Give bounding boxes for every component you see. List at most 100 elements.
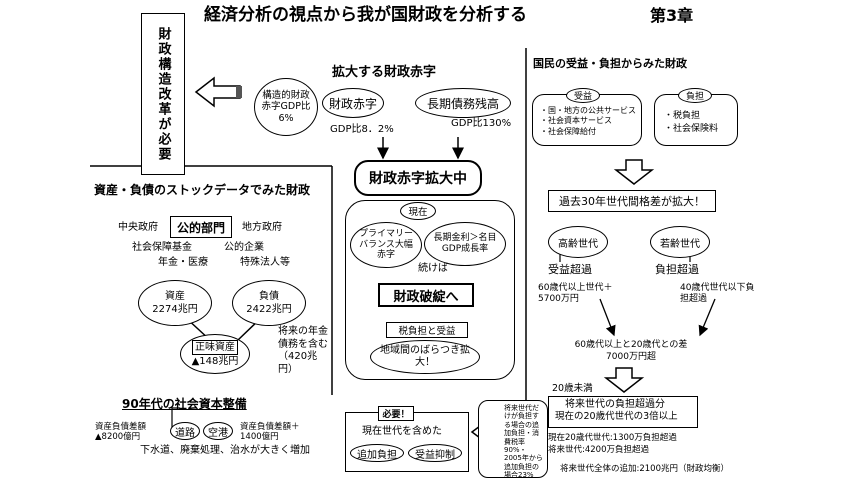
deficit-oval: 財政赤字 <box>322 88 384 118</box>
stock-heading: 資産・負債のストックデータでみた財政 <box>94 183 311 197</box>
cut-benefit-label: 受益抑制 <box>415 449 455 461</box>
reform-box: 財政構造改革が必要 <box>141 13 185 175</box>
public-sector-label: 公的部門 <box>176 220 225 235</box>
chapter-label: 第3章 <box>650 6 694 25</box>
benefit-excess: 受益超過 <box>548 263 592 276</box>
benefit-item: ・社会資本サービス <box>540 116 612 126</box>
net-assets-label: 正味資産 <box>192 339 238 355</box>
assets-label: 資産 <box>165 290 185 302</box>
collapse-label: 財政破綻へ <box>393 289 459 305</box>
central-gov: 中央政府 <box>118 222 158 233</box>
continue-label: 続けば <box>418 263 448 274</box>
add-burden-oval: 追加負担 <box>350 444 404 462</box>
burden-item: ・税負担 <box>664 111 701 121</box>
burden-tag-label: 税負担と受益 <box>398 326 456 337</box>
old-gen-oval: 高齢世代 <box>548 226 608 258</box>
age-diff-note: 60歳代以上と20歳代との差7000万円超 <box>574 340 688 362</box>
future-excess-box: 将来世代の負担超過分 現在の20歳代世代の3倍以上 <box>548 396 698 428</box>
debt-stock-value: 2422兆円 <box>246 304 292 315</box>
capital-heading: 90年代の社会資本整備 <box>122 397 247 411</box>
benefit-item: ・国・地方の公共サービス <box>540 106 636 115</box>
regional-text: 地域間のばらつき拡大！ <box>380 345 470 368</box>
assets-value: 2274兆円 <box>152 304 198 315</box>
burden-excess: 負担超過 <box>655 263 699 276</box>
debt-stock-oval: 負債 2422兆円 <box>232 280 306 326</box>
cur20-note: 現在20歳代世代:1300万負担超過 <box>548 433 677 443</box>
needed-tag: 必要！ <box>378 406 414 421</box>
benefit-tag-label: 受益 <box>573 92 592 102</box>
pension-medical: 年金・医療 <box>158 257 208 268</box>
interest-oval: 長期金利＞名目GDP成長率 <box>424 222 506 266</box>
gap-label: 過去30年世代間格差が拡大！ <box>559 195 705 208</box>
young-gen-oval: 若齢世代 <box>650 226 710 258</box>
capital-bottom: 下水道、廃棄処理、治水が大きく増加 <box>140 445 310 456</box>
net-assets-value: ▲148兆円 <box>191 356 239 367</box>
gap-box: 過去30年世代間格差が拡大！ <box>548 190 716 212</box>
special-corp: 特殊法人等 <box>240 257 290 268</box>
over60-note: 60歳代以上世代＋5700万円 <box>538 283 613 305</box>
capital-right-diff: 資産負債差額＋1400億円 <box>240 422 300 443</box>
cut-benefit-oval: 受益抑制 <box>408 444 462 462</box>
arrow-under40 <box>698 298 716 337</box>
benefit-tag: 受益 <box>566 88 600 103</box>
block-arrow-gap <box>613 159 655 185</box>
burden-item: ・社会保険料 <box>664 123 719 134</box>
local-gov: 地方政府 <box>242 222 282 233</box>
old-gen-label: 高齢世代 <box>558 238 598 250</box>
three-times-label: 現在の20歳代世代の3倍以上 <box>555 411 678 422</box>
burden-list: ・税負担 ・社会保険料 <box>664 110 718 135</box>
primary-balance-text: プライマリーバランス大幅赤字 <box>358 228 413 261</box>
burden-tag: 税負担と受益 <box>386 322 468 338</box>
collapse-box: 財政破綻へ <box>378 283 474 307</box>
future-excess-label: 将来世代の負担超過分 <box>565 399 665 410</box>
structural-deficit-text: 構造的財政赤字GDP比6% <box>261 89 311 124</box>
public-corp: 公的企業 <box>224 242 264 253</box>
benefit-list: ・国・地方の公共サービス ・社会資本サービス ・社会保障給付 <box>540 106 636 137</box>
deficit-oval-label: 財政赤字 <box>328 96 377 111</box>
structural-deficit-oval: 構造的財政赤字GDP比6% <box>254 78 318 136</box>
debt-oval-label: 長期債務残高 <box>426 96 499 111</box>
deficit-heading: 拡大する財政赤字 <box>332 65 437 80</box>
total-note: 将来世代全体の追加:2100兆円（財政均衡） <box>560 464 729 474</box>
young-gen-label: 若齢世代 <box>660 238 700 250</box>
needed-title: 現在世代を含めた <box>362 426 442 437</box>
arrow-over60 <box>599 298 616 337</box>
under40-note: 40歳代世代以下負担超過 <box>680 283 755 305</box>
benefit-item: ・社会保障給付 <box>540 126 596 136</box>
future-note-box <box>478 400 548 478</box>
burden-tag-right: 負担 <box>678 88 712 103</box>
social-fund: 社会保障基金 <box>132 242 192 253</box>
block-arrow-future <box>603 367 645 393</box>
deficit-gdp: GDP比8．2% <box>330 124 394 135</box>
add-burden-label: 追加負担 <box>357 449 397 461</box>
road-label: 道路 <box>175 427 195 439</box>
under20-label: 20歳未満 <box>552 383 593 394</box>
primary-balance-oval: プライマリーバランス大幅赤字 <box>350 222 422 268</box>
road-oval: 道路 <box>170 422 200 440</box>
expanding-label: 財政赤字拡大中 <box>369 171 467 187</box>
citizen-heading: 国民の受益・負担からみた財政 <box>533 57 687 70</box>
debt-gdp: GDP比130% <box>451 118 512 129</box>
airport-oval: 空港 <box>203 422 233 440</box>
future-gen-note: 将来世代:4200万負担超過 <box>548 445 649 455</box>
needed-box <box>345 412 469 472</box>
capital-left-diff: 資産負債差額▲8200億円 <box>95 422 147 443</box>
public-sector-box: 公的部門 <box>170 216 232 238</box>
airport-label: 空港 <box>208 427 228 439</box>
reform-label: 財政構造改革が必要 <box>155 26 171 162</box>
current-tag: 現在 <box>400 202 436 220</box>
future-note-text: 将来世代だけが負担する場合の追加負担・消費税率90%・2005年から追加負担の場… <box>504 404 543 480</box>
needed-tag-label: 必要！ <box>382 410 410 420</box>
assets-oval: 資産 2274兆円 <box>138 280 212 326</box>
debt-oval: 長期債務残高 <box>415 88 511 118</box>
future-pension-note: 将来の年金債務を含む（420兆円） <box>278 326 328 375</box>
interest-text: 長期金利＞名目GDP成長率 <box>433 233 497 254</box>
burden-right-label: 負担 <box>685 92 704 102</box>
page-title: 経済分析の視点から我が国財政を分析する <box>204 5 527 25</box>
regional-oval: 地域間のばらつき拡大！ <box>370 340 480 374</box>
debt-stock-label: 負債 <box>259 290 279 302</box>
block-arrow-reform <box>194 76 241 108</box>
net-assets-oval: 正味資産 ▲148兆円 <box>180 334 250 374</box>
current-label: 現在 <box>408 207 428 218</box>
expanding-box: 財政赤字拡大中 <box>354 160 482 196</box>
